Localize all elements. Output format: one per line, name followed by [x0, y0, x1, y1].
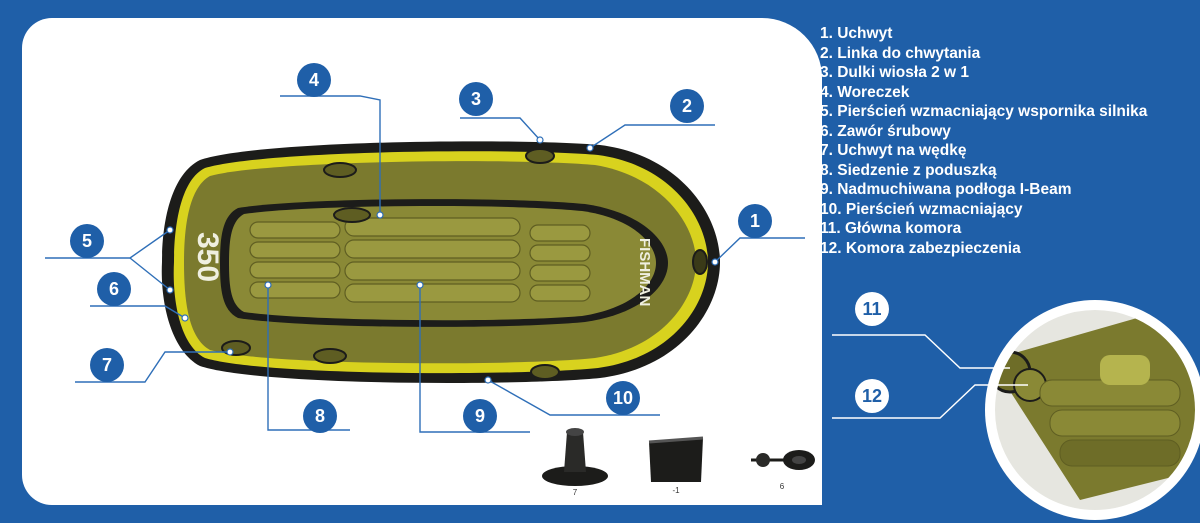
callout-badge-10: 10 [606, 381, 640, 415]
callout-badge-12: 12 [855, 379, 889, 413]
legend-item: 2. Linka do chwytania [820, 44, 981, 62]
callout-badge-8: 8 [303, 399, 337, 433]
model-decal: 350 [191, 232, 224, 282]
legend-item: 4. Woreczek [820, 83, 910, 101]
callout-badge-9: 9 [463, 399, 497, 433]
pouch-label: -1 [672, 486, 680, 495]
callout-badge-11: 11 [855, 292, 889, 326]
bow-handle [692, 249, 708, 275]
legend-item: 8. Siedzenie z poduszką [820, 161, 997, 179]
callout-badge-4: 4 [297, 63, 331, 97]
floor-ribs [249, 217, 591, 303]
legend-item: 11. Główna komora [820, 220, 962, 237]
cross-section-inset [985, 300, 1200, 520]
legend-item: 12. Komora zabezpieczenia [820, 239, 1021, 257]
valve-icon [751, 450, 815, 470]
rod-holder-icon [542, 428, 608, 486]
brand-decal: FISHMAN [636, 238, 653, 306]
rod-holder-label: 7 [572, 488, 578, 497]
callout-badge-6: 6 [97, 272, 131, 306]
pouch-accessory: -1 [645, 428, 707, 495]
leader-dots [166, 136, 719, 384]
callout-badge-1: 1 [738, 204, 772, 238]
legend-item: 6. Zawór śrubowy [820, 122, 951, 140]
valve-accessory: 6 [745, 438, 819, 491]
callout-badge-7: 7 [90, 348, 124, 382]
pouch-icon [648, 436, 704, 482]
legend-item: 9. Nadmuchiwana podłoga I-Beam [820, 181, 1072, 198]
legend-item: 10. Pierścień wzmacniający [820, 200, 1023, 218]
callout-badge-5: 5 [70, 224, 104, 258]
leader-lines [45, 95, 805, 433]
valve-label: 6 [779, 482, 785, 491]
rod-holder-accessory: 7 [540, 422, 610, 497]
callout-badge-2: 2 [670, 89, 704, 123]
legend-item: 7. Uchwyt na wędkę [820, 142, 967, 159]
callout-badge-3: 3 [459, 82, 493, 116]
legend-item: 3. Dulki wiosła 2 w 1 [820, 64, 970, 81]
inset-leader-lines [832, 334, 1028, 419]
parts-legend: 1. Uchwyt 2. Linka do chwytania 3. Dulki… [820, 24, 1147, 258]
legend-item: 5. Pierścień wzmacniający wspornika siln… [820, 103, 1148, 120]
legend-item: 1. Uchwyt [820, 25, 893, 42]
